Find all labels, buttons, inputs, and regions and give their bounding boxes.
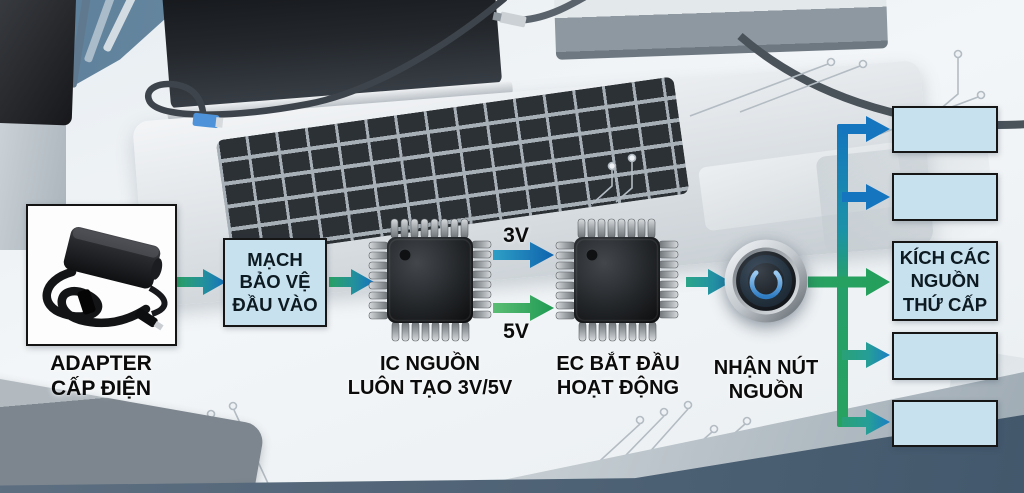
- branch-arrow-rail-3: [842, 342, 890, 368]
- arrow-protection-to-ic: [329, 269, 374, 295]
- branch-arrow-rail-1: [842, 116, 890, 142]
- ec-caption: EC BẮT ĐẦU HOẠT ĐỘNG: [513, 353, 723, 400]
- power-button-caption-line1: NHẬN NÚT: [713, 357, 819, 379]
- secondary-rail-box-4: [892, 400, 998, 447]
- power-button-caption-line2: NGUỒN: [728, 380, 804, 403]
- input-protection-box: MẠCH BẢO VỆ ĐẦU VÀO: [223, 238, 327, 327]
- power-button-icon: [722, 237, 810, 325]
- protection-line1: MẠCH: [247, 248, 303, 270]
- arrow-rail-5v: [493, 295, 554, 321]
- protection-line2: BẢO VỆ: [239, 271, 311, 293]
- power-ic-caption-line2: LUÔN TẠO 3V/5V: [347, 376, 513, 399]
- adapter-caption-line2: CẤP ĐIỆN: [51, 376, 151, 400]
- power-ic-caption: IC NGUỒN LUÔN TẠO 3V/5V: [325, 353, 535, 400]
- ec-caption-line2: HOẠT ĐỘNG: [556, 376, 680, 399]
- arrow-button-to-secondary: [808, 268, 890, 296]
- blue-usb-plug: [192, 112, 224, 129]
- adapter-caption: ADAPTER CẤP ĐIỆN: [10, 352, 192, 402]
- secondary-sources-box: KÍCH CÁC NGUỒN THỨ CẤP: [892, 241, 998, 321]
- power-ic-caption-line1: IC NGUỒN: [380, 353, 480, 375]
- branch-arrow-rail-2: [842, 184, 890, 210]
- ec-caption-line1: EC BẮT ĐẦU: [556, 353, 680, 375]
- usb-connector: [492, 11, 527, 28]
- usb-cable: [521, 0, 587, 24]
- secondary-rail-box-3: [892, 332, 998, 380]
- power-button-caption: NHẬN NÚT NGUỒN: [671, 357, 861, 404]
- adapter-illustration: [28, 206, 175, 344]
- ec-chip-icon: [550, 213, 684, 347]
- adapter-caption-line1: ADAPTER: [50, 352, 152, 375]
- secondary-line2: NGUỒN: [910, 270, 980, 292]
- secondary-rail-box-2: [892, 173, 998, 221]
- adapter-photo-frame: [26, 204, 177, 346]
- secondary-line1: KÍCH CÁC: [899, 247, 991, 269]
- rail-5v-label: 5V: [503, 320, 529, 343]
- rail-3v-label: 3V: [503, 224, 529, 247]
- arrow-rail-3v: [493, 242, 554, 268]
- protection-line3: ĐẦU VÀO: [232, 293, 318, 315]
- secondary-rail-box-1: [892, 106, 998, 153]
- arrow-adapter-to-protection: [176, 269, 226, 295]
- branch-arrow-rail-4: [842, 409, 890, 435]
- arrow-ec-to-button: [686, 269, 731, 295]
- secondary-line3: THỨ CẤP: [902, 293, 988, 315]
- power-ic-chip-icon: [363, 213, 497, 347]
